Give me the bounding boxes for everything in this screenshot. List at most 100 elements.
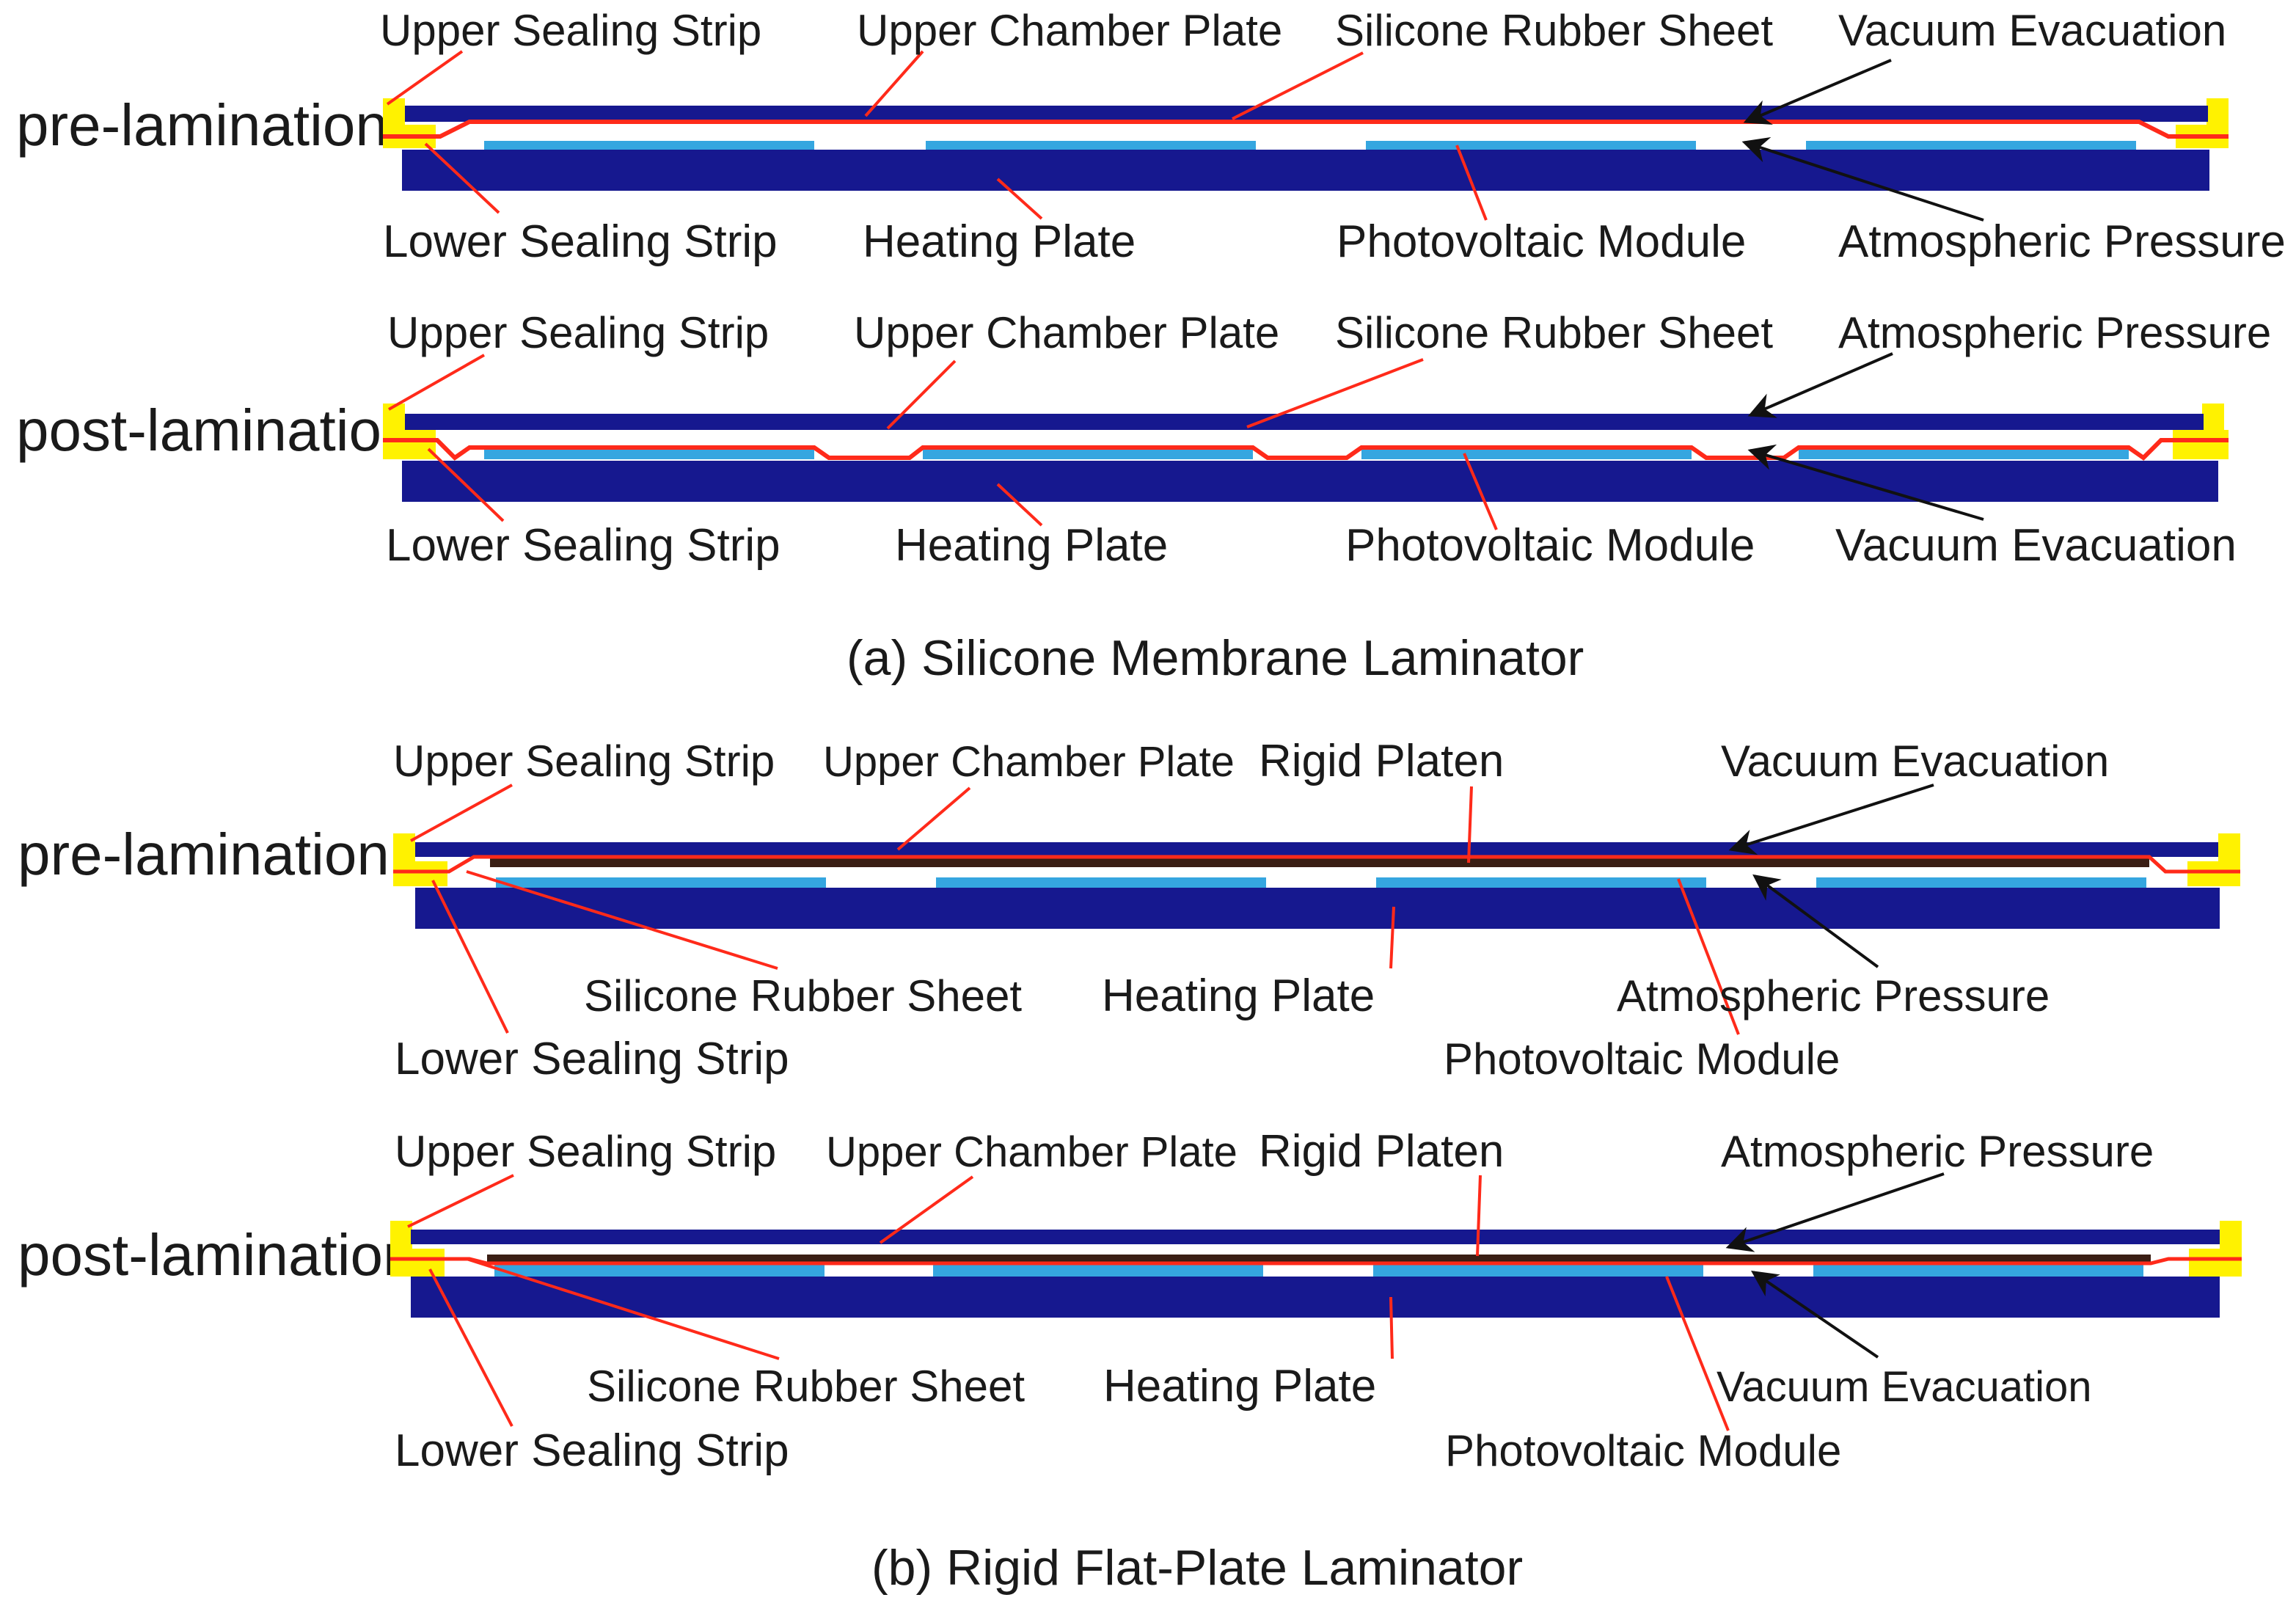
label-heating-plate: Heating Plate <box>1103 1361 1376 1412</box>
label-silicone-rubber-sheet: Silicone Rubber Sheet <box>587 1362 1025 1411</box>
upper-sealing-strip-b-pre-left <box>393 833 415 861</box>
label-vacuum-evacuation: Vacuum Evacuation <box>1838 6 2226 55</box>
pv-module-b-pre <box>1376 877 1706 888</box>
leader-line <box>1463 453 1498 530</box>
leader-line <box>1455 145 1488 221</box>
pv-module-a-post <box>1799 449 2129 459</box>
panel-a-pre: pre-lamination Upper Sealing Strip Upper… <box>16 6 2286 267</box>
leader-line <box>1232 51 1364 120</box>
pv-module-b-post <box>933 1265 1263 1277</box>
pv-module-a-pre <box>484 141 814 150</box>
label-atmospheric-pressure: Atmospheric Pressure <box>1838 308 2271 357</box>
label-upper-sealing-strip: Upper Sealing Strip <box>395 1127 776 1176</box>
caption-panel-b: (b) Rigid Flat-Plate Laminator <box>871 1540 1523 1596</box>
leader-line <box>864 50 924 117</box>
pv-module-a-post <box>923 449 1253 459</box>
label-atmospheric-pressure: Atmospheric Pressure <box>1838 216 2286 267</box>
label-heating-plate: Heating Plate <box>895 520 1168 571</box>
vacuum-arrow-b-post <box>1751 1270 1879 1359</box>
lower-sealing-strip-b-post-left <box>390 1249 445 1277</box>
label-heating-plate: Heating Plate <box>863 216 1136 267</box>
label-atmospheric-pressure: Atmospheric Pressure <box>1617 971 2050 1020</box>
leader-line <box>427 448 505 522</box>
label-vacuum-evacuation: Vacuum Evacuation <box>1716 1363 2092 1411</box>
label-upper-chamber-plate: Upper Chamber Plate <box>826 1128 1237 1176</box>
label-upper-sealing-strip: Upper Sealing Strip <box>387 308 769 357</box>
pv-module-b-pre <box>496 877 826 888</box>
pv-module-b-post <box>1373 1265 1703 1277</box>
leader-line <box>996 483 1043 527</box>
pv-module-a-pre <box>926 141 1256 150</box>
silicone-membrane-a-pre <box>383 120 2229 139</box>
leader-line <box>886 359 957 430</box>
leader-line <box>1246 358 1424 428</box>
heating-plate-a-pre <box>402 150 2209 191</box>
heating-plate-a-post <box>402 461 2218 502</box>
upper-chamber-plate-a-post <box>405 414 2204 430</box>
silicone-membrane-a-post <box>383 438 2229 461</box>
label-silicone-rubber-sheet: Silicone Rubber Sheet <box>1335 308 1773 357</box>
atmospheric-arrow-b-post <box>1725 1172 1945 1252</box>
leader-line <box>388 354 485 411</box>
lower-sealing-strip-b-pre-left <box>393 861 447 886</box>
leader-line <box>407 1174 514 1228</box>
label-heating-plate: Heating Plate <box>1102 971 1375 1021</box>
silicone-membrane-b-post <box>390 1257 2242 1266</box>
lower-sealing-strip-b-post-right <box>2189 1249 2242 1277</box>
vacuum-arrow-a-pre <box>1743 59 1892 125</box>
side-label-a-pre: pre-lamination <box>16 92 388 158</box>
leader-line <box>466 870 778 970</box>
panel-b-post: post-lamination Upper Sealing Strip Uppe… <box>18 1126 2242 1476</box>
pv-module-a-pre <box>1366 141 1696 150</box>
leader-line <box>1389 1296 1394 1359</box>
vacuum-arrow-a-post <box>1747 444 1984 521</box>
upper-chamber-plate-b-post <box>411 1230 2220 1244</box>
leader-line <box>1389 906 1395 969</box>
lower-sealing-strip-a-post-right <box>2173 430 2229 459</box>
panel-a-post: post-lamination Upper Sealing Strip Uppe… <box>16 308 2271 571</box>
panel-b-pre: pre-lamination Upper Sealing Strip Upper… <box>18 736 2240 1084</box>
pv-module-b-post <box>1813 1265 2143 1277</box>
label-lower-sealing-strip: Lower Sealing Strip <box>386 520 780 571</box>
label-upper-chamber-plate: Upper Chamber Plate <box>857 6 1282 55</box>
leader-line <box>1677 878 1740 1035</box>
pv-module-a-post <box>1361 449 1692 459</box>
label-photovoltaic-module: Photovoltaic Module <box>1445 1426 1841 1475</box>
leader-line <box>431 880 509 1034</box>
upper-sealing-strip-a-pre-right <box>2207 98 2229 125</box>
leader-line <box>386 50 464 106</box>
vacuum-arrow-b-pre <box>1728 784 1934 855</box>
label-upper-sealing-strip: Upper Sealing Strip <box>393 737 775 786</box>
atmospheric-arrow-b-pre <box>1752 874 1879 968</box>
pv-module-b-pre <box>936 877 1266 888</box>
upper-chamber-plate-a-pre <box>405 106 2208 122</box>
heating-plate-b-pre <box>415 888 2220 929</box>
label-vacuum-evacuation: Vacuum Evacuation <box>1721 737 2109 786</box>
atmospheric-arrow-a-post <box>1747 352 1893 418</box>
label-photovoltaic-module: Photovoltaic Module <box>1345 520 1755 571</box>
upper-sealing-strip-b-post-right <box>2220 1221 2242 1249</box>
rigid-platen-b-pre <box>490 857 2149 867</box>
pv-module-a-post <box>484 449 814 459</box>
label-photovoltaic-module: Photovoltaic Module <box>1444 1034 1840 1084</box>
upper-sealing-strip-a-pre-left <box>383 98 405 125</box>
leader-line <box>410 784 513 842</box>
leader-line <box>896 786 971 851</box>
leader-line <box>879 1175 974 1244</box>
lower-sealing-strip-a-post-left <box>383 430 436 459</box>
label-silicone-rubber-sheet: Silicone Rubber Sheet <box>584 971 1022 1020</box>
leader-line <box>996 178 1043 220</box>
silicone-membrane-b-pre <box>393 855 2240 874</box>
leader-line <box>428 1268 513 1427</box>
leader-line <box>424 142 500 214</box>
label-atmospheric-pressure: Atmospheric Pressure <box>1721 1127 2154 1176</box>
leader-line <box>1476 1175 1482 1257</box>
pv-module-b-pre <box>1816 877 2146 888</box>
label-upper-chamber-plate: Upper Chamber Plate <box>854 308 1279 357</box>
label-lower-sealing-strip: Lower Sealing Strip <box>383 216 778 267</box>
label-vacuum-evacuation: Vacuum Evacuation <box>1835 520 2237 571</box>
side-label-b-pre: pre-lamination <box>18 822 390 887</box>
side-label-a-post: post-lamination <box>16 398 414 463</box>
leader-line <box>466 1257 780 1360</box>
